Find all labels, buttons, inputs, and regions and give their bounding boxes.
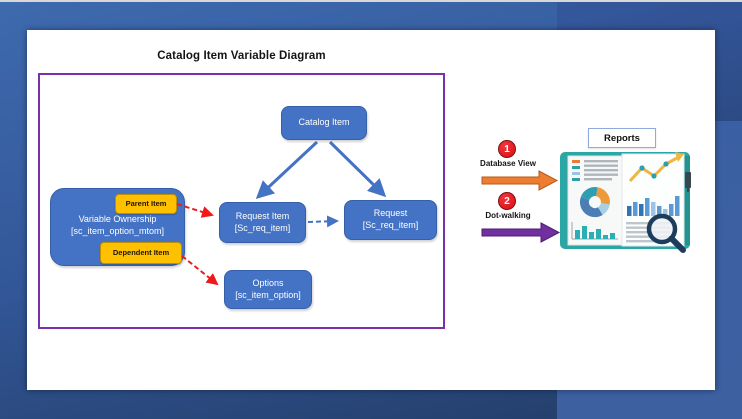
node-options: Options [sc_item_option] xyxy=(224,270,312,309)
window-top-strip xyxy=(0,0,742,2)
step-2-badge: 2 xyxy=(498,192,516,210)
node-variable-ownership: Variable Ownership [sc_item_option_mtom]… xyxy=(50,188,185,266)
node-options-label: Options xyxy=(252,277,284,288)
node-request-item-label: Request Item xyxy=(235,210,290,221)
step-1-label: Database View xyxy=(480,159,536,168)
node-request-item-table: [Sc_req_item] xyxy=(234,222,291,233)
node-catalog-item-label: Catalog Item xyxy=(298,117,350,128)
slide-canvas: Catalog Item Variable Diagram Catalog It… xyxy=(27,30,715,390)
step-2-number: 2 xyxy=(504,195,510,207)
bar-chart-small-icon xyxy=(571,222,618,240)
step-1-badge: 1 xyxy=(498,140,516,158)
node-options-table: [sc_item_option] xyxy=(235,289,301,300)
magnifier-icon xyxy=(646,213,686,253)
step-1-number: 1 xyxy=(504,143,510,155)
tag-dependent-item-label: Dependent Item xyxy=(112,248,170,258)
node-variable-ownership-text: Variable Ownership [sc_item_option_mtom] xyxy=(51,214,184,237)
tag-dependent-item: Dependent Item xyxy=(100,242,182,264)
step-2-label: Dot-walking xyxy=(485,211,531,220)
donut-chart-icon xyxy=(580,187,610,218)
bar-chart-icon xyxy=(627,196,680,216)
report-book-icon xyxy=(560,152,691,253)
dot-walking-arrow-icon xyxy=(481,222,561,243)
node-variable-ownership-label: Variable Ownership xyxy=(78,214,157,224)
book-edge xyxy=(684,156,690,245)
database-view-arrow-icon xyxy=(481,170,559,191)
tag-parent-item: Parent Item xyxy=(115,194,177,214)
reports-label: Reports xyxy=(588,128,656,148)
reports-label-text: Reports xyxy=(604,132,640,144)
node-request: Request [Sc_req_item] xyxy=(344,200,437,240)
pen-icon xyxy=(685,172,691,192)
tag-parent-item-label: Parent Item xyxy=(125,199,167,209)
node-request-table: [Sc_req_item] xyxy=(362,220,419,230)
diagram-title: Catalog Item Variable Diagram xyxy=(157,50,326,62)
node-variable-ownership-table: [sc_item_option_mtom] xyxy=(70,225,165,236)
line-chart-icon xyxy=(628,152,684,183)
node-request-item: Request Item [Sc_req_item] xyxy=(219,202,306,243)
node-request-label: Request xyxy=(373,208,408,219)
node-catalog-item: Catalog Item xyxy=(281,106,367,140)
list-icon xyxy=(572,160,618,181)
